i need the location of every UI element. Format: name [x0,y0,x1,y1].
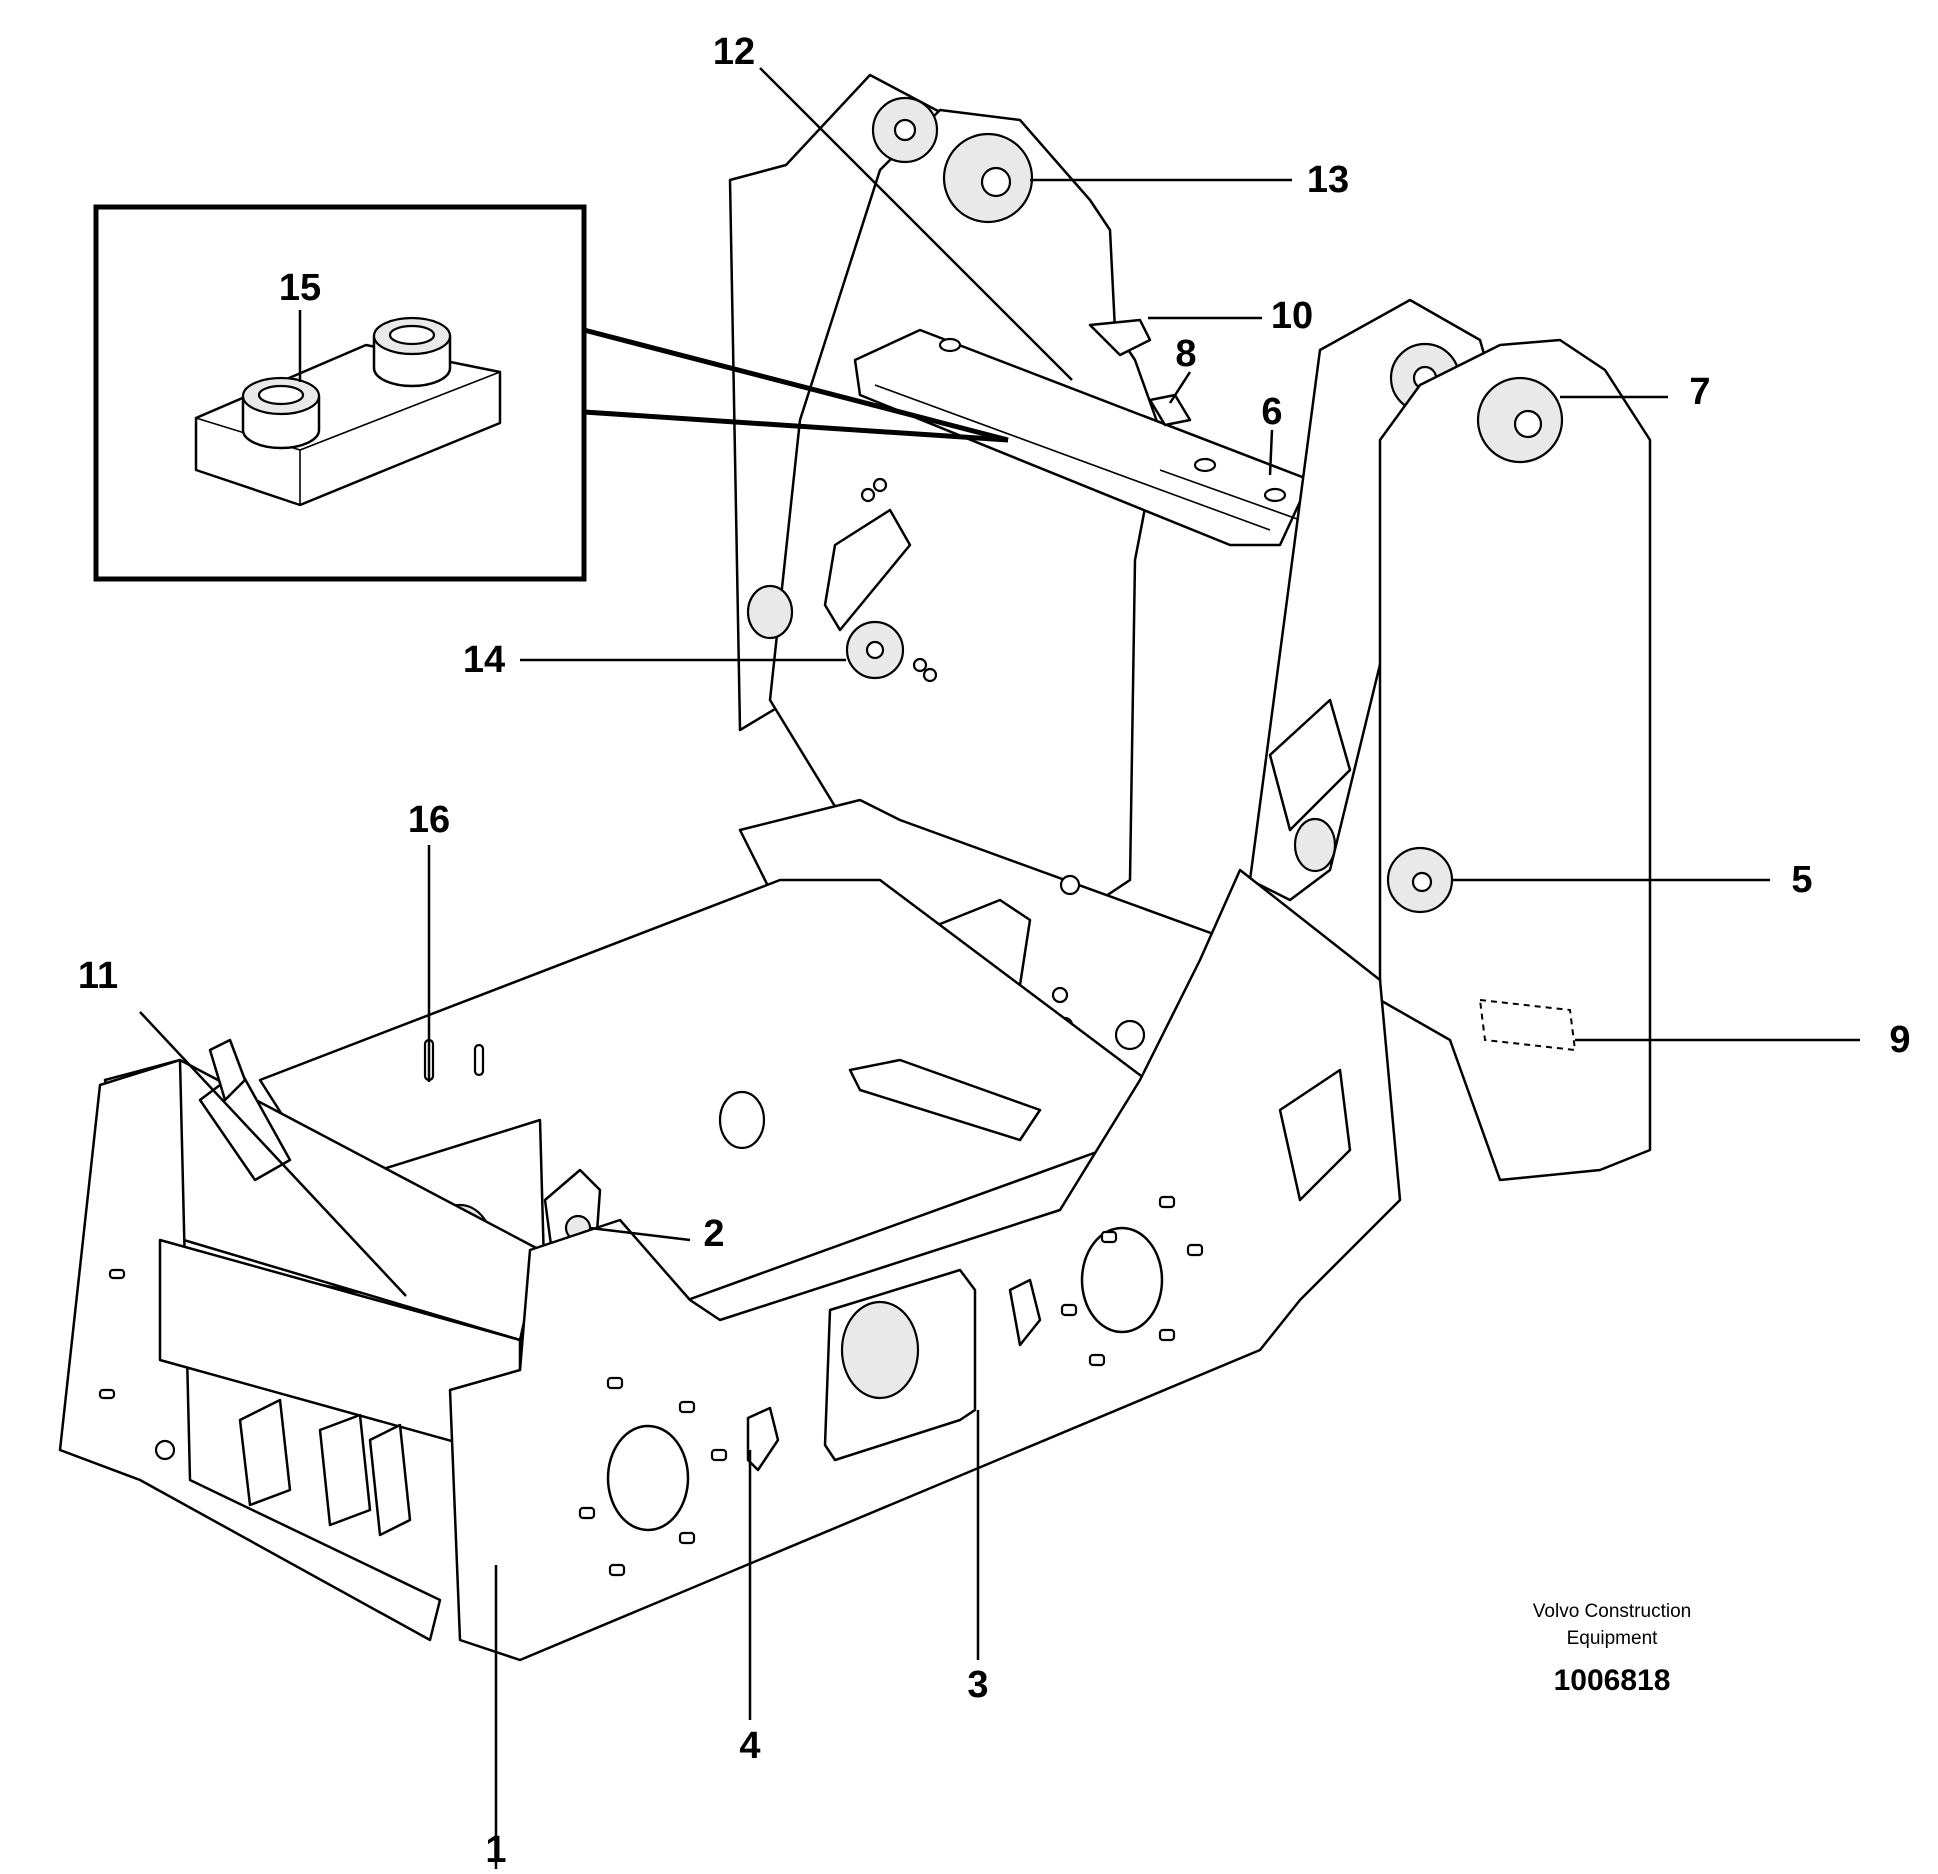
inset-leader-top [583,327,1009,443]
callout-7: 7 [1689,371,1710,413]
leader-2 [589,1226,691,1242]
boss [746,584,794,640]
callout-3: 3 [967,1664,988,1706]
callout-11: 11 [78,955,118,997]
detail-inset [93,204,1009,582]
callout-8: 8 [1175,333,1196,375]
right-side-cutout [1268,698,1352,832]
side-cutout [823,508,912,632]
brand-line-1: Volvo Construction [1533,1601,1691,1622]
callout-2: 2 [703,1213,724,1255]
bracket-4 [746,1406,780,1472]
callout-15: 15 [279,267,321,309]
motor-opening-rear [1080,1226,1164,1334]
left-side-wall [58,1058,442,1642]
callout-labels: 1 2 3 4 5 6 7 8 9 10 11 12 13 14 15 16 [78,31,1911,1871]
bracket-side [1008,1278,1042,1347]
leader-lines [139,67,1860,1874]
brand-block: Volvo Construction Equipment 1006818 [1533,1601,1691,1697]
leader-6 [1268,429,1274,476]
bracket-10 [1088,318,1152,357]
bolt-pattern [578,1195,1204,1577]
right-tower-front-plate [1378,338,1652,1182]
callout-1: 1 [485,1829,506,1869]
motor-opening-front [606,1424,690,1532]
brand-line-2: Equipment [1567,1628,1659,1649]
document-number: 1006818 [1554,1664,1671,1697]
callout-16: 16 [408,799,450,841]
leader-11 [139,1011,407,1297]
callout-13: 13 [1307,159,1349,201]
callout-4: 4 [739,1725,760,1767]
callout-10: 10 [1271,295,1313,337]
callout-9: 9 [1889,1019,1910,1061]
inset-leader-bottom [583,409,1009,443]
main-frame [58,73,1652,1662]
callout-14: 14 [463,639,505,681]
pivot-bore [980,166,1012,198]
floor-bracket [848,1058,1042,1142]
callout-12: 12 [713,31,755,73]
leader-8 [1168,371,1192,404]
side-cutout-right [1278,1068,1352,1202]
bracket-8 [1148,393,1192,427]
leader-12 [759,67,1073,381]
pivot-bore [893,118,917,142]
callout-6: 6 [1261,391,1282,433]
cross-beam [853,328,1312,547]
hidden-pin-9 [1478,998,1577,1052]
callout-5: 5 [1791,859,1812,901]
